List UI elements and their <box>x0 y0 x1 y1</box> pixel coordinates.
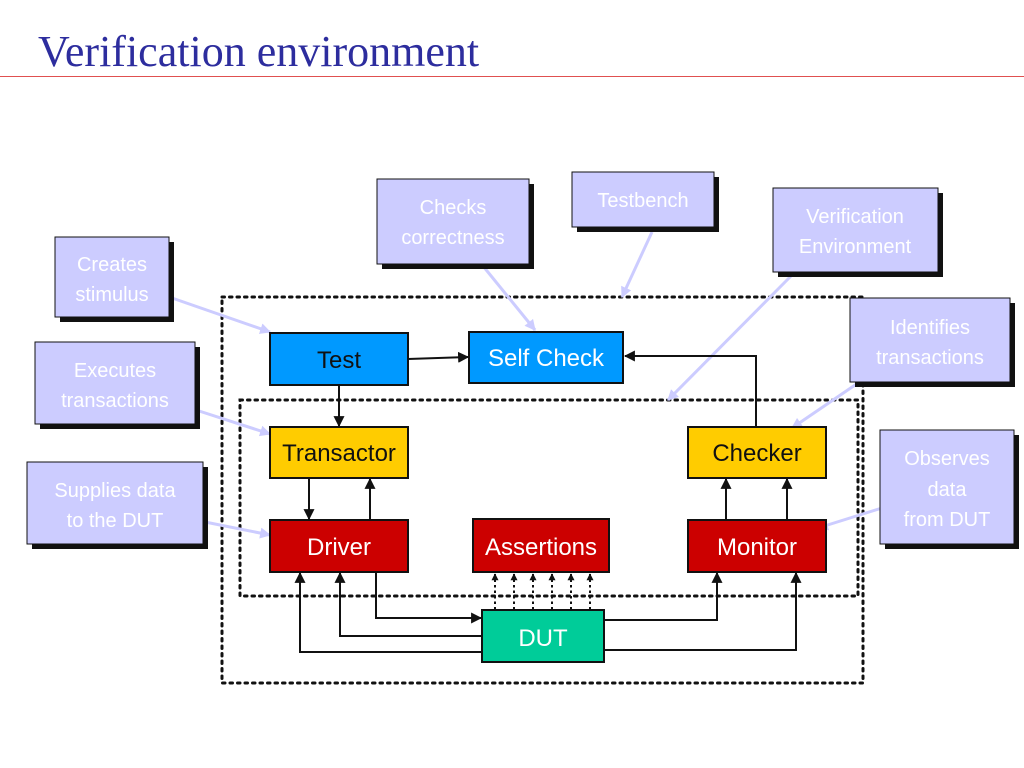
svg-text:Testbench: Testbench <box>597 190 688 212</box>
wire-test-to-selfcheck <box>407 351 470 363</box>
wire-checker-to-selfcheck <box>623 350 757 426</box>
pointer-observes-data <box>816 506 883 531</box>
pointer-testbench <box>620 231 654 298</box>
pointer-creates-stimulus <box>171 296 272 334</box>
block-monitor: Monitor <box>687 519 827 573</box>
block-assertions: Assertions <box>472 518 610 573</box>
connections <box>294 350 802 653</box>
wire-dut-to-driver-outer <box>294 571 481 653</box>
svg-text:Transactor: Transactor <box>282 440 396 467</box>
wire-driver-to-dut-top <box>375 572 483 624</box>
pointer-verification-environment <box>666 273 794 402</box>
testbench-frame <box>220 295 865 685</box>
block-test: Test <box>269 332 409 386</box>
svg-text:Assertions: Assertions <box>485 534 597 561</box>
pointer-checks-correctness <box>481 265 537 331</box>
block-checker: Checker <box>687 426 827 479</box>
wire-dut-to-monitor-outer <box>605 571 802 651</box>
svg-text:Self Check: Self Check <box>488 345 605 372</box>
svg-text:Test: Test <box>317 347 361 374</box>
pointer-executes-transactions <box>195 408 272 437</box>
svg-text:Checker: Checker <box>712 440 801 467</box>
pointer-supplies-data <box>204 520 272 539</box>
block-self-check: Self Check <box>468 331 624 384</box>
block-dut: DUT <box>481 609 605 663</box>
wire-dut-to-driver-middle <box>334 571 481 637</box>
block-driver: Driver <box>269 519 409 573</box>
verification-environment-frame <box>238 398 860 598</box>
svg-text:DUT: DUT <box>518 625 568 652</box>
callout-pointers <box>171 231 883 539</box>
slide-title: Verification environment <box>38 27 480 76</box>
pointer-identifies-transactions <box>791 381 859 430</box>
svg-text:Monitor: Monitor <box>717 534 797 561</box>
title-rule <box>0 76 1024 77</box>
block-transactor: Transactor <box>269 426 409 479</box>
svg-text:Driver: Driver <box>307 534 371 561</box>
callout-testbench: Testbench <box>571 171 719 232</box>
wire-dut-to-monitor-inner <box>605 571 723 621</box>
